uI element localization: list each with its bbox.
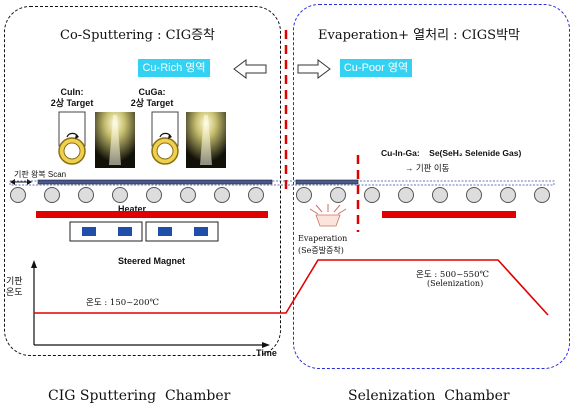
transfer-substrate <box>295 179 359 185</box>
evaporation-label: Evaperation <box>298 234 348 243</box>
y-axis-label: 기판 온도 <box>6 276 23 297</box>
left-chamber-caption: CIG Sputtering Chamber <box>48 388 231 404</box>
right-temp-sub-label: (Selenization) <box>427 279 484 288</box>
right-hollow-arrow-icon <box>297 59 331 79</box>
cuin-plasma-plume <box>95 112 135 168</box>
left-panel-title: Co-Sputtering : CIG증착 <box>60 28 216 43</box>
temperature-profile-line <box>34 259 549 316</box>
left-hollow-arrow-icon <box>233 59 267 79</box>
se-evaporation-source-icon <box>309 204 347 227</box>
right-temp-label: 온도 : 500~550℃ <box>416 270 489 280</box>
right-chamber-panel <box>293 4 570 369</box>
steered-magnet-label: Steered Magnet <box>118 256 186 266</box>
left-heater-bar <box>36 211 268 218</box>
right-panel-title: Evaperation+ 열처리 : CIGS박막 <box>318 28 520 43</box>
substrate-track <box>9 180 555 186</box>
cuin-target-icon <box>58 111 86 165</box>
right-chamber-caption: Selenization Chamber <box>348 388 510 404</box>
cuga-plasma-plume <box>186 112 226 168</box>
cu-rich-badge: Cu-Rich 영역 <box>138 59 210 77</box>
scan-label: 기판 왕복 Scan <box>14 170 67 179</box>
steered-magnet-icon <box>69 221 219 242</box>
substrate-move-label: → 기판 이동 <box>405 163 450 173</box>
cuga-target-label: CuGa: 2상 Target <box>130 87 174 108</box>
right-heater-bar <box>382 211 516 218</box>
cuin-target-label: CuIn: 2상 Target <box>50 87 94 108</box>
left-substrate <box>37 179 273 185</box>
substrate-rollers <box>10 187 550 203</box>
cu-poor-badge: Cu-Poor 영역 <box>340 59 412 77</box>
evaporation-sub-label: (Se증발증착) <box>298 246 344 255</box>
scan-double-arrow-icon <box>10 179 32 185</box>
x-axis-label: Time <box>256 348 277 358</box>
graph-axes <box>31 260 270 348</box>
heater-label: Heater <box>118 204 147 214</box>
cuga-target-icon <box>151 111 179 165</box>
left-temp-label: 온도 : 150~200℃ <box>86 298 159 308</box>
selenide-gas-label: Cu-In-Ga: Se(SeH₂ Selenide Gas) <box>381 148 522 158</box>
